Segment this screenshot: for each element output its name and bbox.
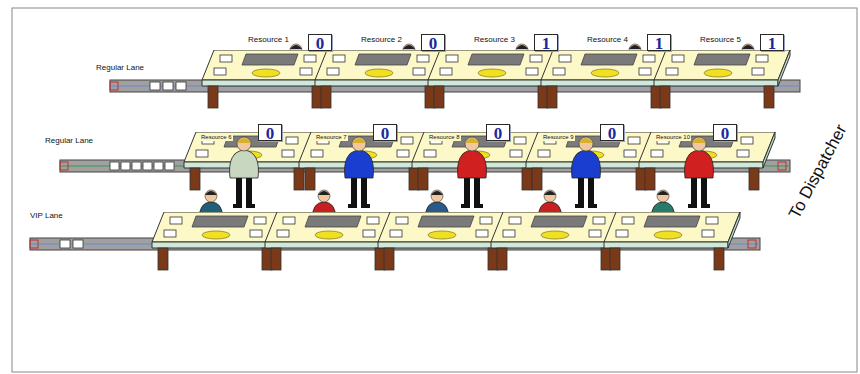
text-label: Resource 7: [315, 134, 348, 141]
counter-box: 0: [713, 124, 737, 141]
text-label: Resource 8: [428, 134, 461, 141]
text-label: Resource 10: [655, 134, 691, 141]
desks-row-3: [152, 212, 740, 270]
counter-box: 0: [421, 34, 445, 51]
counter-box: 1: [534, 34, 558, 51]
counter-box: 0: [258, 124, 282, 141]
counter-value: 0: [429, 36, 438, 51]
counter-value: 0: [316, 36, 325, 51]
counter-box: 0: [308, 34, 332, 51]
counter-value: 0: [494, 126, 503, 141]
text-label: Resource 4: [587, 35, 628, 44]
workers-row-2: [230, 137, 714, 208]
text-label: Resource 5: [700, 35, 741, 44]
worker: [230, 137, 259, 208]
counter-value: 1: [768, 36, 777, 51]
worker: [458, 137, 487, 208]
counter-value: 0: [721, 126, 730, 141]
text-label: Resource 3: [474, 35, 515, 44]
counter-value: 1: [655, 36, 664, 51]
text-label: Resource 2: [361, 35, 402, 44]
counter-value: 0: [608, 126, 617, 141]
counter-box: 0: [373, 124, 397, 141]
counter-box: 1: [647, 34, 671, 51]
text-label: Regular Lane: [45, 136, 93, 145]
desk: [604, 212, 740, 270]
desks-row-1: [202, 50, 790, 108]
text-label: Resource 6: [200, 134, 233, 141]
counter-value: 1: [542, 36, 551, 51]
frame: [12, 8, 857, 372]
counter-value: 0: [381, 126, 390, 141]
counter-box: 0: [600, 124, 624, 141]
worker: [345, 137, 374, 208]
text-label: Regular Lane: [96, 63, 144, 72]
text-label: VIP Lane: [30, 211, 63, 220]
counter-box: 0: [486, 124, 510, 141]
counter-box: 1: [760, 34, 784, 51]
desk: [654, 50, 790, 108]
worker: [572, 137, 601, 208]
counter-value: 0: [266, 126, 275, 141]
worker: [685, 137, 714, 208]
direction-label: To Dispatcher: [785, 122, 851, 223]
text-label: Resource 1: [248, 35, 289, 44]
text-label: Resource 9: [542, 134, 575, 141]
